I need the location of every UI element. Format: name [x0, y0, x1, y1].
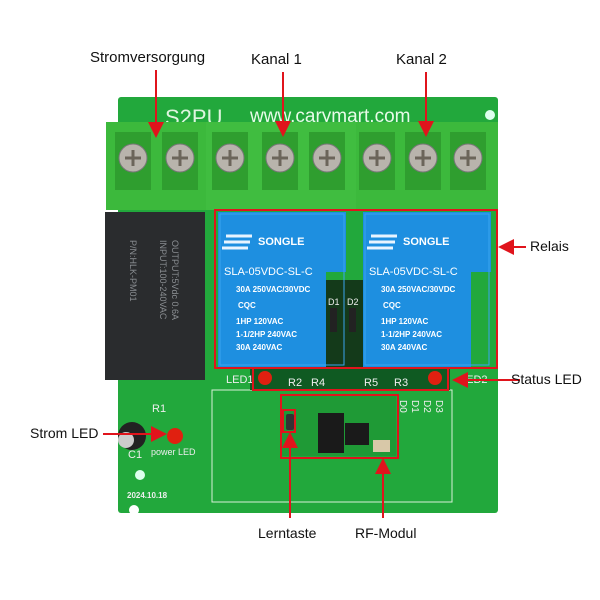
label-power-led: Strom LED	[30, 425, 99, 441]
status-led-highlight-box	[252, 367, 449, 391]
terminal-screw	[162, 132, 198, 190]
relay-rating1-text: 30A 250VAC/30VDC	[381, 285, 455, 294]
label-relays: Relais	[530, 238, 569, 254]
terminal-screw	[212, 132, 248, 190]
board-date: 2024.10.18	[127, 491, 168, 500]
label-status-led: Status LED	[511, 371, 582, 387]
relay-model-text: SLA-05VDC-SL-C	[224, 266, 313, 278]
relay-rating4-text: 30A 240VAC	[236, 343, 282, 352]
diode-d1-label: D1	[328, 297, 340, 307]
r2-label: R2	[288, 377, 302, 389]
relay-brand-text: SONGLE	[258, 236, 304, 248]
power-module-output: OUTPUT:5Vdc 0.6A	[170, 240, 180, 320]
label-channel1: Kanal 1	[251, 51, 302, 68]
c1-label: C1	[128, 449, 142, 461]
power-led-label: power LED	[151, 447, 196, 457]
relay-cert-text: CQC	[238, 301, 256, 310]
relay-cert-text: CQC	[383, 301, 401, 310]
power-led	[167, 428, 183, 444]
led1-label: LED1	[226, 374, 254, 386]
terminal-screw	[309, 132, 345, 190]
label-power-supply: Stromversorgung	[90, 49, 206, 66]
r1-label: R1	[152, 403, 166, 415]
pin-d2-label: D2	[421, 400, 432, 413]
terminal-screw	[115, 132, 151, 190]
relay-rating3-text: 1-1/2HP 240VAC	[236, 330, 297, 339]
terminal-screw	[262, 132, 298, 190]
label-learn-button: Lerntaste	[258, 525, 317, 541]
r5-label: R5	[364, 377, 378, 389]
pin-d3-label: D3	[433, 400, 444, 413]
relay-rating1-text: 30A 250VAC/30VDC	[236, 285, 310, 294]
label-channel2: Kanal 2	[396, 51, 447, 68]
power-module	[105, 212, 205, 380]
terminal-screws	[115, 132, 486, 190]
r4-label: R4	[311, 377, 325, 389]
relay-rating4-text: 30A 240VAC	[381, 343, 427, 352]
relay-brand-text: SONGLE	[403, 236, 449, 248]
learn-button[interactable]	[286, 414, 294, 430]
r3-label: R3	[394, 377, 408, 389]
pin-d1-label: D1	[409, 400, 420, 413]
status-led-2	[428, 371, 442, 385]
label-rf-module: RF-Modul	[355, 525, 417, 541]
relay-2: SONGLE SLA-05VDC-SL-C 30A 250VAC/30VDC CQC 1…	[363, 212, 491, 367]
relay-model-text: SLA-05VDC-SL-C	[369, 266, 458, 278]
diode-d2-label: D2	[347, 297, 359, 307]
terminal-screw	[450, 132, 486, 190]
pin-d0-label: D0	[397, 400, 408, 413]
relay-1: SONGLE SLA-05VDC-SL-C 30A 250VAC/30VDC CQC 1…	[218, 212, 346, 367]
terminal-screw	[359, 132, 395, 190]
status-led-1	[258, 371, 272, 385]
relay-rating3-text: 1-1/2HP 240VAC	[381, 330, 442, 339]
relay-rating2-text: 1HP 120VAC	[236, 317, 284, 326]
power-module-label: P/N:HLK-PM01	[128, 240, 138, 302]
power-module-input: INPUT:100-240VAC	[158, 240, 168, 320]
relay-rating2-text: 1HP 120VAC	[381, 317, 429, 326]
rf-module-highlight-box	[280, 394, 399, 459]
terminal-screw	[405, 132, 441, 190]
